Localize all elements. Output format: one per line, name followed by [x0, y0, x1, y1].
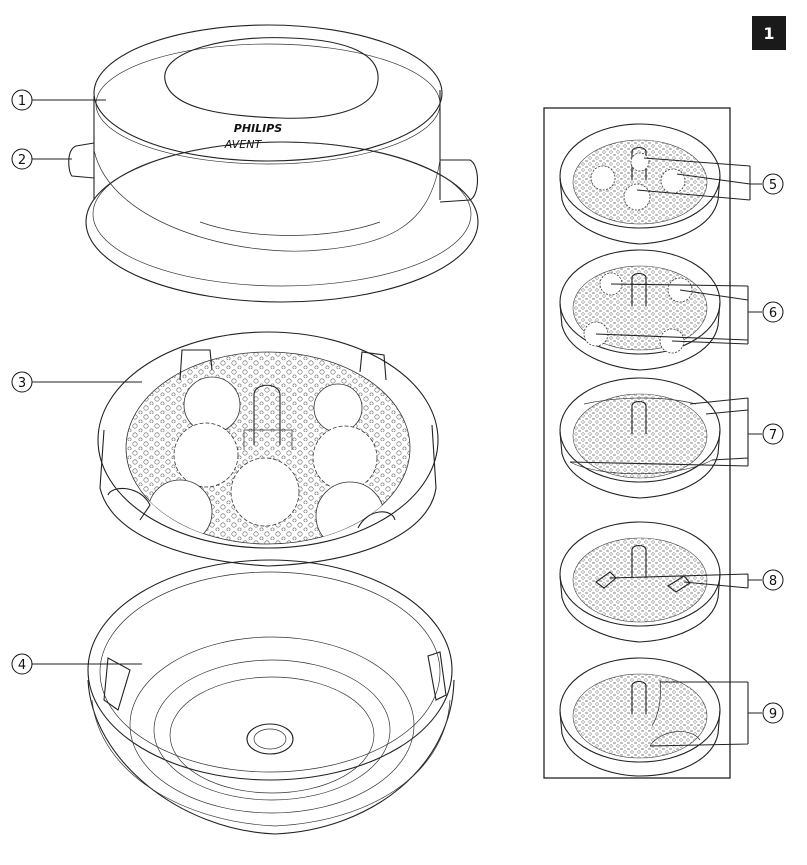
- callout-4-label: 4: [18, 658, 26, 673]
- heating-plate-center: [246, 723, 294, 755]
- callout-8-circle: [762, 569, 784, 591]
- holder-mid-left: [173, 422, 239, 488]
- callout-7-label: 7: [769, 428, 777, 443]
- lid-rim-outer: [85, 141, 479, 303]
- callout-8: 8: [609, 569, 784, 591]
- lid-handle-left: [68, 142, 95, 179]
- callout-6-leader: [595, 283, 762, 345]
- holder-center: [230, 457, 300, 527]
- mini-basket-9: [559, 657, 721, 777]
- callout-9-leader: [649, 681, 762, 747]
- callout-9: 9: [649, 681, 784, 747]
- callout-2-label: 2: [18, 153, 26, 168]
- mini-basket-7-floor: [572, 393, 708, 479]
- mini-basket-7-top-line: [583, 397, 697, 405]
- mini-basket-7-wall: [559, 429, 721, 499]
- base-ring-1: [129, 636, 415, 814]
- base: [87, 559, 455, 835]
- heating-plate-center-inner: [253, 728, 287, 750]
- lid: PHILIPS AVENT: [68, 24, 479, 303]
- callout-6-circle: [762, 301, 784, 323]
- mini-basket-7-post: [631, 400, 647, 434]
- base-ring-3: [169, 676, 375, 794]
- lid-curve-2: [199, 221, 381, 236]
- mini-basket-6: [559, 249, 721, 371]
- holder-bottom-left: [147, 479, 213, 544]
- callout-6-label: 6: [769, 306, 777, 321]
- mini-basket-8: [559, 521, 721, 643]
- basket-wall: [99, 424, 437, 567]
- mini-basket-9-teat: [651, 679, 661, 727]
- mini-basket-5-item-1: [590, 165, 616, 191]
- holder-bottom-right: [315, 481, 385, 544]
- callout-8-label: 8: [769, 574, 777, 589]
- callout-7-leader: [569, 397, 762, 467]
- configuration-panel: [543, 107, 731, 779]
- basket-clip-4: [357, 511, 396, 529]
- center-post-base: [243, 429, 293, 450]
- lid-window: [164, 37, 379, 119]
- basket-holders: [147, 376, 385, 544]
- mini-basket-5: [559, 123, 721, 245]
- callout-2: 2: [11, 148, 72, 170]
- mini-basket-6-post: [631, 272, 647, 306]
- callout-6: 6: [595, 283, 784, 345]
- mini-basket-9-arc: [649, 731, 701, 747]
- lid-rim-inner: [92, 141, 472, 287]
- base-rim-inner: [99, 571, 441, 773]
- mini-basket-5-item-3: [623, 183, 651, 211]
- center-post: [253, 384, 281, 445]
- base-bowl: [87, 679, 455, 835]
- callout-3: 3: [11, 371, 142, 393]
- callout-5-circle: [762, 173, 784, 195]
- base-rim-outer: [87, 559, 453, 781]
- lid-top: [93, 24, 443, 162]
- basket-clip-1: [179, 349, 213, 381]
- basket-clip-3: [107, 487, 151, 521]
- lid-curve: [93, 149, 441, 252]
- callout-5-label: 5: [769, 178, 777, 193]
- callout-9-circle: [762, 702, 784, 724]
- base-handle-left: [103, 657, 131, 711]
- lid-top-edge: [95, 43, 441, 165]
- mini-basket-8-post: [631, 544, 647, 578]
- mini-basket-9-post: [631, 680, 647, 714]
- basket-clip-2: [359, 351, 387, 381]
- mini-basket-5-wall: [559, 175, 721, 245]
- mini-basket-8-wall: [559, 573, 721, 643]
- brand-avent: AVENT: [224, 138, 263, 151]
- mini-basket-9-floor: [572, 673, 708, 759]
- mini-basket-5-item-4: [630, 152, 650, 172]
- callout-7-circle: [762, 423, 784, 445]
- brand-philips: PHILIPS: [234, 122, 283, 135]
- mini-basket-5-post: [631, 146, 647, 180]
- holder-top-right: [313, 383, 363, 433]
- callout-8-leader: [609, 573, 762, 589]
- callout-1: 1: [11, 89, 106, 111]
- holder-mid-right: [312, 425, 378, 491]
- callout-1-label: 1: [18, 94, 26, 109]
- callout-3-label: 3: [18, 376, 26, 391]
- basket: [97, 331, 439, 567]
- lid-handle-right: [439, 159, 479, 203]
- mini-basket-7: [559, 377, 721, 499]
- mini-basket-9-wall: [559, 709, 721, 777]
- base-handle-right: [427, 651, 447, 701]
- callout-5: 5: [636, 157, 784, 201]
- mini-basket-5-floor: [572, 139, 708, 225]
- mini-basket-6-wall: [559, 301, 721, 371]
- basket-rim: [97, 331, 439, 549]
- callout-4: 4: [11, 653, 142, 675]
- mini-basket-5-item-2: [660, 168, 686, 194]
- callout-5-leader: [636, 157, 762, 201]
- callout-9-label: 9: [769, 707, 777, 722]
- base-ring-2: [153, 659, 391, 801]
- callout-7: 7: [569, 397, 784, 467]
- page-number-badge: 1: [752, 16, 786, 50]
- mini-basket-8-floor: [572, 537, 708, 623]
- base-bowl-inner: [91, 699, 451, 827]
